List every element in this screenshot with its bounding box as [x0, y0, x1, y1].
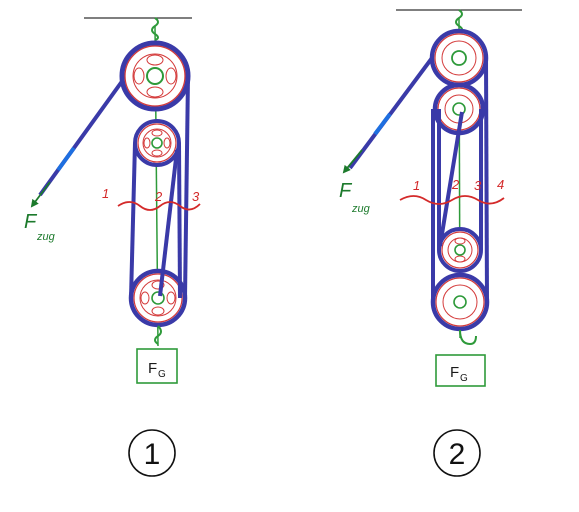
cut-line-1: [117, 201, 201, 211]
rope-outer-right-2: [484, 57, 489, 303]
middle-pulley-1: [133, 119, 181, 167]
rope-label-1-3: 3: [192, 189, 200, 204]
weight-label-main-1: F: [148, 360, 157, 377]
lower-pulley-1: [128, 268, 188, 328]
force-label-sub-2: zug: [351, 203, 371, 215]
weight-label-sub-2: G: [460, 373, 468, 384]
rope-pull-strand-2: [348, 56, 434, 170]
diagram-1: F G F zug 1 2 3 1: [24, 17, 201, 477]
force-label-main-1: F: [24, 211, 38, 233]
rope-label-2-4: 4: [497, 177, 504, 192]
weight-hook-2: [459, 329, 477, 346]
rope-pull-strand-1: [38, 78, 125, 197]
force-highlight-2: [373, 112, 392, 136]
rope-outer-right-1: [183, 75, 190, 299]
ceiling-hook-1: [151, 17, 159, 41]
fixed-pulley-2: [429, 28, 489, 88]
force-label-sub-1: zug: [36, 231, 56, 243]
diagram-2: F G F zug 1 2 3 4 2: [339, 9, 522, 477]
rope-cross-1: [158, 149, 179, 297]
lower-small-pulley-2: [437, 227, 483, 273]
weight-box-2: [435, 354, 486, 387]
diagram-number-1: 1: [128, 429, 176, 477]
rope-1: [38, 75, 190, 299]
rope-label-1-1: 1: [102, 186, 109, 201]
lower-large-pulley-2: [430, 272, 490, 332]
force-arrow-1: [30, 181, 51, 208]
rope-2: [348, 56, 489, 303]
rope-cross-2: [438, 111, 464, 247]
weight-label-sub-1: G: [158, 369, 166, 380]
rope-left-strand-1: [129, 142, 137, 299]
diagram-number-text-2: 2: [449, 438, 466, 471]
weight-box-1: [136, 348, 178, 384]
rope-label-1-2: 2: [154, 189, 163, 204]
rope-label-2-1: 1: [413, 178, 420, 193]
rope-label-2-3: 3: [474, 178, 482, 193]
weight-label-main-2: F: [450, 364, 459, 381]
fixed-pulley-1: [119, 40, 191, 112]
force-label-main-2: F: [339, 180, 353, 202]
diagram-number-text-1: 1: [144, 438, 161, 471]
force-highlight-1: [56, 146, 76, 172]
rope-label-2-2: 2: [451, 177, 460, 192]
force-arrow-2: [342, 149, 363, 174]
cut-line-2: [399, 195, 505, 205]
rope-right-mid-1: [177, 142, 182, 299]
diagram-number-2: 2: [433, 429, 481, 477]
weight-hook-1: [154, 325, 162, 345]
